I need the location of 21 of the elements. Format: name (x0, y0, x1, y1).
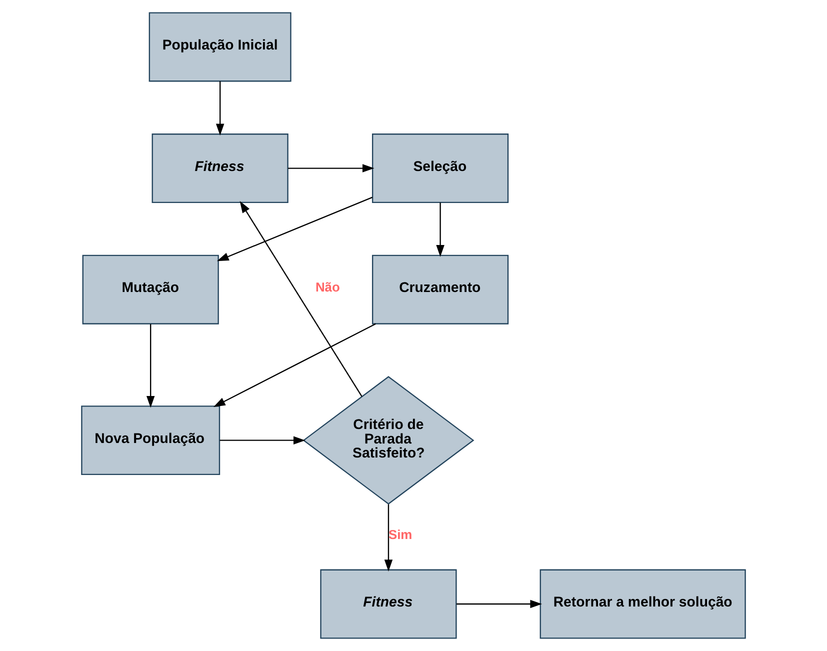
arrow (384, 504, 393, 572)
edge-label: Não (315, 280, 340, 295)
arrow (456, 600, 542, 608)
node-box: Cruzamento (372, 254, 509, 324)
arrow (216, 196, 373, 262)
node-box: Fitness (152, 134, 288, 204)
node-box: Retornar a melhor solução (540, 569, 746, 639)
arrow (288, 164, 374, 172)
arrow (240, 201, 362, 397)
node-diamond: Critério de Parada Satisfeito? (302, 376, 474, 505)
edge-label: Sim (388, 527, 412, 542)
arrow (436, 202, 444, 257)
node-box: Mutação (82, 254, 219, 324)
node-box: População Inicial (148, 12, 292, 82)
node-box: Seleção (372, 134, 509, 204)
arrow (220, 436, 306, 444)
node-box: Fitness (320, 569, 457, 639)
arrow (216, 81, 224, 136)
arrow (146, 324, 155, 408)
node-box: Nova População (81, 406, 220, 476)
arrow (213, 323, 376, 407)
